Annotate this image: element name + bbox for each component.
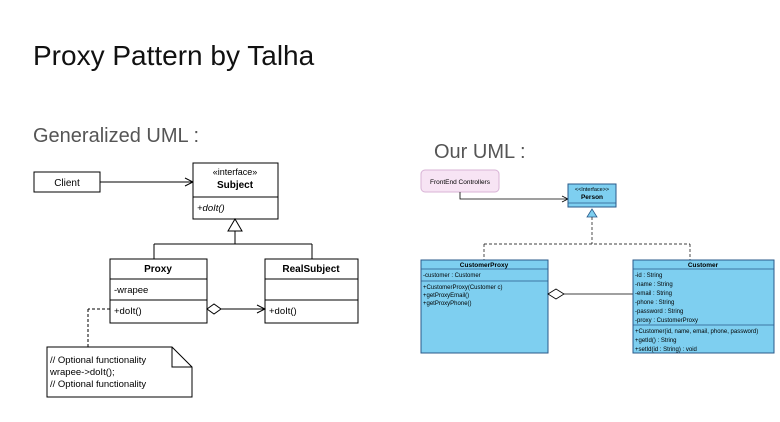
frontend-controllers-box: FrontEnd Controllers	[420, 169, 500, 193]
customerproxy-name: CustomerProxy	[460, 262, 509, 269]
realsubject-class-box: RealSubject +doIt()	[264, 258, 359, 324]
customer-aggregation-connector	[547, 288, 633, 300]
note-line-1: // Optional functionality	[50, 355, 146, 366]
proxy-name: Proxy	[144, 264, 172, 275]
client-label: Client	[54, 178, 80, 189]
aggregation-connector	[206, 303, 265, 315]
customerproxy-method: +CustomerProxy(Customer c)	[423, 285, 503, 291]
customer-field: -phone : String	[635, 300, 674, 306]
customer-field: -proxy : CustomerProxy	[635, 318, 698, 324]
customer-name: Customer	[688, 262, 719, 269]
our-uml-heading: Our UML :	[434, 141, 526, 163]
realsubject-method: +doIt()	[269, 306, 297, 317]
realsubject-name: RealSubject	[282, 264, 340, 275]
customer-method: +getId() : String	[635, 338, 677, 344]
frontend-label: FrontEnd Controllers	[430, 179, 491, 186]
frontend-person-association	[459, 192, 569, 203]
note-box: // Optional functionality wrapee->doIt()…	[46, 346, 193, 398]
subject-name: Subject	[217, 180, 254, 191]
proxy-method: +doIt()	[114, 306, 142, 317]
customerproxy-class-box: CustomerProxy -customer : Customer +Cust…	[420, 259, 549, 354]
customer-field: -email : String	[635, 291, 672, 297]
customer-field: -password : String	[635, 309, 683, 315]
proxy-field: -wrapee	[114, 285, 148, 296]
client-box: Client	[33, 171, 101, 193]
note-line-2: wrapee->doIt();	[49, 367, 115, 378]
proxy-class-box: Proxy -wrapee +doIt()	[109, 258, 208, 324]
customer-method: +Customer(id, name, email, phone, passwo…	[635, 329, 758, 335]
customerproxy-method: +getProxyPhone()	[423, 301, 472, 307]
customerproxy-method: +getProxyEmail()	[423, 293, 469, 299]
generalization-connector	[153, 218, 313, 259]
generalized-uml-heading: Generalized UML :	[33, 125, 199, 147]
slide-title: Proxy Pattern by Talha	[33, 40, 315, 71]
realization-connector	[483, 208, 691, 260]
customer-method: +setId(id : String) : void	[635, 347, 697, 353]
subject-interface-box: «interface» Subject +doIt()	[192, 162, 279, 220]
note-line-3: // Optional functionality	[50, 379, 146, 390]
subject-stereotype: «interface»	[213, 167, 258, 177]
customer-class-box: Customer -id : String -name : String -em…	[632, 259, 775, 354]
customer-field: -id : String	[635, 273, 662, 279]
subject-method: +doIt()	[197, 203, 225, 214]
person-name: Person	[581, 194, 603, 201]
person-interface-box: <<Interface>> Person	[567, 183, 617, 208]
customer-field: -name : String	[635, 282, 673, 288]
person-stereotype: <<Interface>>	[575, 187, 609, 193]
customerproxy-field: -customer : Customer	[423, 273, 481, 279]
